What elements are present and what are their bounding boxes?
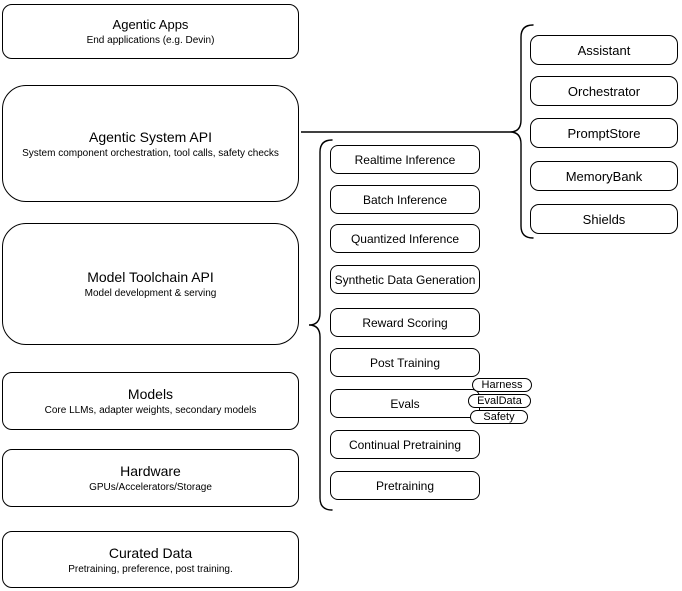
node-continual-pretraining: Continual Pretraining [330, 430, 480, 459]
node-subtitle: End applications (e.g. Devin) [86, 35, 215, 46]
node-subtitle: Pretraining, preference, post training. [68, 563, 233, 575]
node-memorybank: MemoryBank [530, 161, 678, 191]
node-synthetic-data-generation: Synthetic Data Generation [330, 265, 480, 294]
node-shields: Shields [530, 204, 678, 234]
node-agentic-system-api: Agentic System API System component orch… [2, 85, 299, 202]
node-quantized-inference: Quantized Inference [330, 224, 480, 253]
node-evals: Evals [330, 389, 480, 418]
toolchain-brace [308, 139, 333, 511]
node-title: Curated Data [108, 544, 193, 561]
node-agentic-apps: Agentic Apps End applications (e.g. Devi… [2, 4, 299, 59]
node-title: Model Toolchain API [87, 269, 214, 285]
node-title: Agentic Apps [112, 17, 189, 32]
node-promptstore: PromptStore [530, 118, 678, 148]
pill-harness: Harness [472, 378, 532, 392]
node-hardware: Hardware GPUs/Accelerators/Storage [2, 449, 299, 507]
node-models: Models Core LLMs, adapter weights, secon… [2, 372, 299, 430]
pill-safety: Safety [470, 410, 528, 424]
node-subtitle: Core LLMs, adapter weights, secondary mo… [44, 405, 257, 416]
node-subtitle: System component orchestration, tool cal… [22, 147, 279, 159]
node-subtitle: GPUs/Accelerators/Storage [89, 482, 212, 493]
node-subtitle: Model development & serving [84, 288, 217, 299]
node-batch-inference: Batch Inference [330, 185, 480, 214]
node-orchestrator: Orchestrator [530, 76, 678, 106]
system-components-brace [509, 24, 534, 239]
node-pretraining: Pretraining [330, 471, 480, 500]
node-model-toolchain-api: Model Toolchain API Model development & … [2, 223, 299, 345]
pill-evaldata: EvalData [468, 394, 531, 408]
node-curated-data: Curated Data Pretraining, preference, po… [2, 531, 299, 588]
node-reward-scoring: Reward Scoring [330, 308, 480, 337]
node-title: Models [127, 386, 174, 402]
node-realtime-inference: Realtime Inference [330, 145, 480, 174]
node-title: Hardware [120, 463, 181, 479]
node-assistant: Assistant [530, 35, 678, 65]
node-post-training: Post Training [330, 348, 480, 377]
node-title: Agentic System API [89, 128, 212, 145]
